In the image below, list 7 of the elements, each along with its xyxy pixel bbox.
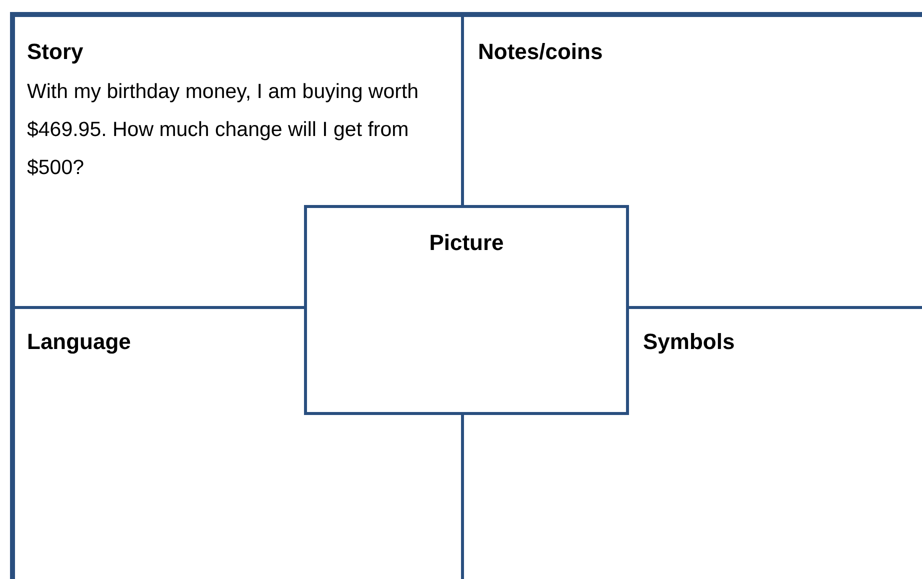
section-heading: Language — [27, 329, 131, 355]
section-heading: Story — [27, 39, 84, 65]
section-heading: Notes/coins — [478, 39, 603, 65]
story-text: With my birthday money, I am buying worth $469.95. How much change will I get from $500? — [27, 79, 420, 181]
section-heading: Symbols — [643, 329, 735, 355]
section-heading: Picture — [428, 230, 505, 256]
picture-box — [304, 205, 629, 415]
